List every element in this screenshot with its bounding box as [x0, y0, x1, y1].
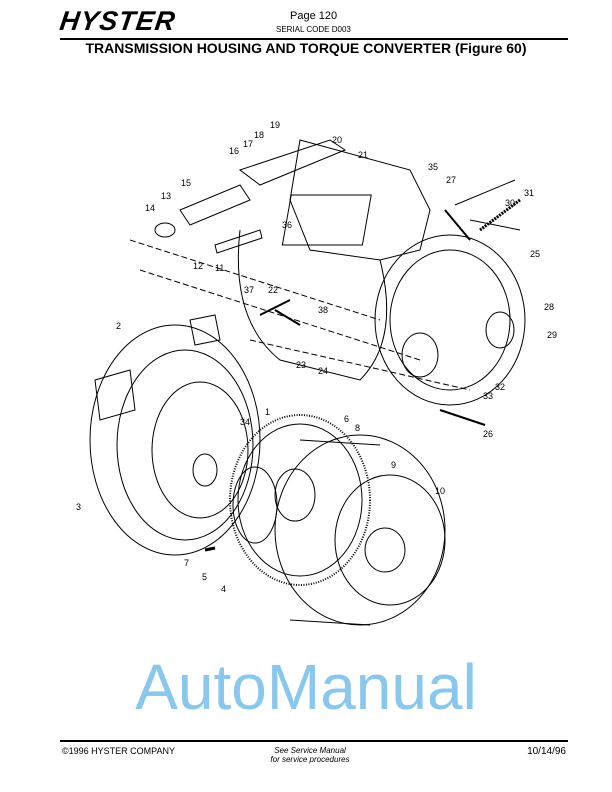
- header-rule: [60, 38, 568, 40]
- callout-30: 30: [505, 198, 515, 208]
- callout-10: 10: [435, 486, 445, 496]
- copyright: ©1996 HYSTER COMPANY: [62, 746, 175, 756]
- callout-20: 20: [332, 135, 342, 145]
- callout-9: 9: [391, 460, 396, 470]
- footer-rule: [60, 740, 568, 742]
- serial-code: SERIAL CODE D003: [276, 25, 351, 34]
- callout-25: 25: [530, 249, 540, 259]
- callout-28: 28: [544, 302, 554, 312]
- page-date: 10/14/96: [527, 746, 566, 757]
- callout-7: 7: [184, 558, 189, 568]
- callout-3: 3: [76, 502, 81, 512]
- note-line-1: See Service Manual: [274, 746, 346, 755]
- callout-1: 1: [265, 407, 270, 417]
- callout-34: 34: [240, 417, 250, 427]
- callout-17: 17: [243, 139, 253, 149]
- callout-32: 32: [495, 382, 505, 392]
- callout-13: 13: [161, 191, 171, 201]
- callout-36: 36: [282, 220, 292, 230]
- watermark: AutoManual: [135, 651, 477, 723]
- callout-18: 18: [254, 130, 264, 140]
- callout-12: 12: [193, 261, 203, 271]
- callout-33: 33: [483, 391, 493, 401]
- callout-21: 21: [358, 150, 368, 160]
- callout-2: 2: [116, 321, 121, 331]
- callout-8: 8: [355, 423, 360, 433]
- callout-38: 38: [318, 305, 328, 315]
- page-title: TRANSMISSION HOUSING AND TORQUE CONVERTE…: [85, 40, 527, 56]
- page-number: Page 120: [290, 10, 338, 22]
- callout-35: 35: [428, 162, 438, 172]
- callout-11: 11: [215, 263, 224, 273]
- callout-14: 14: [145, 203, 155, 213]
- callout-16: 16: [229, 146, 239, 156]
- callout-27: 27: [446, 175, 456, 185]
- callout-23: 23: [296, 360, 306, 370]
- note-line-2: for service procedures: [270, 755, 350, 764]
- callout-4: 4: [221, 584, 226, 594]
- callout-19: 19: [270, 120, 280, 130]
- callout-24: 24: [318, 366, 328, 376]
- callout-15: 15: [181, 178, 191, 188]
- callout-6: 6: [344, 414, 349, 424]
- callout-22: 22: [268, 285, 278, 295]
- callout-37: 37: [244, 285, 254, 295]
- callout-31: 31: [524, 188, 534, 198]
- callout-29: 29: [547, 330, 557, 340]
- callout-26: 26: [483, 429, 493, 439]
- hyster-logo: HYSTER: [57, 6, 178, 36]
- callout-5: 5: [202, 572, 207, 582]
